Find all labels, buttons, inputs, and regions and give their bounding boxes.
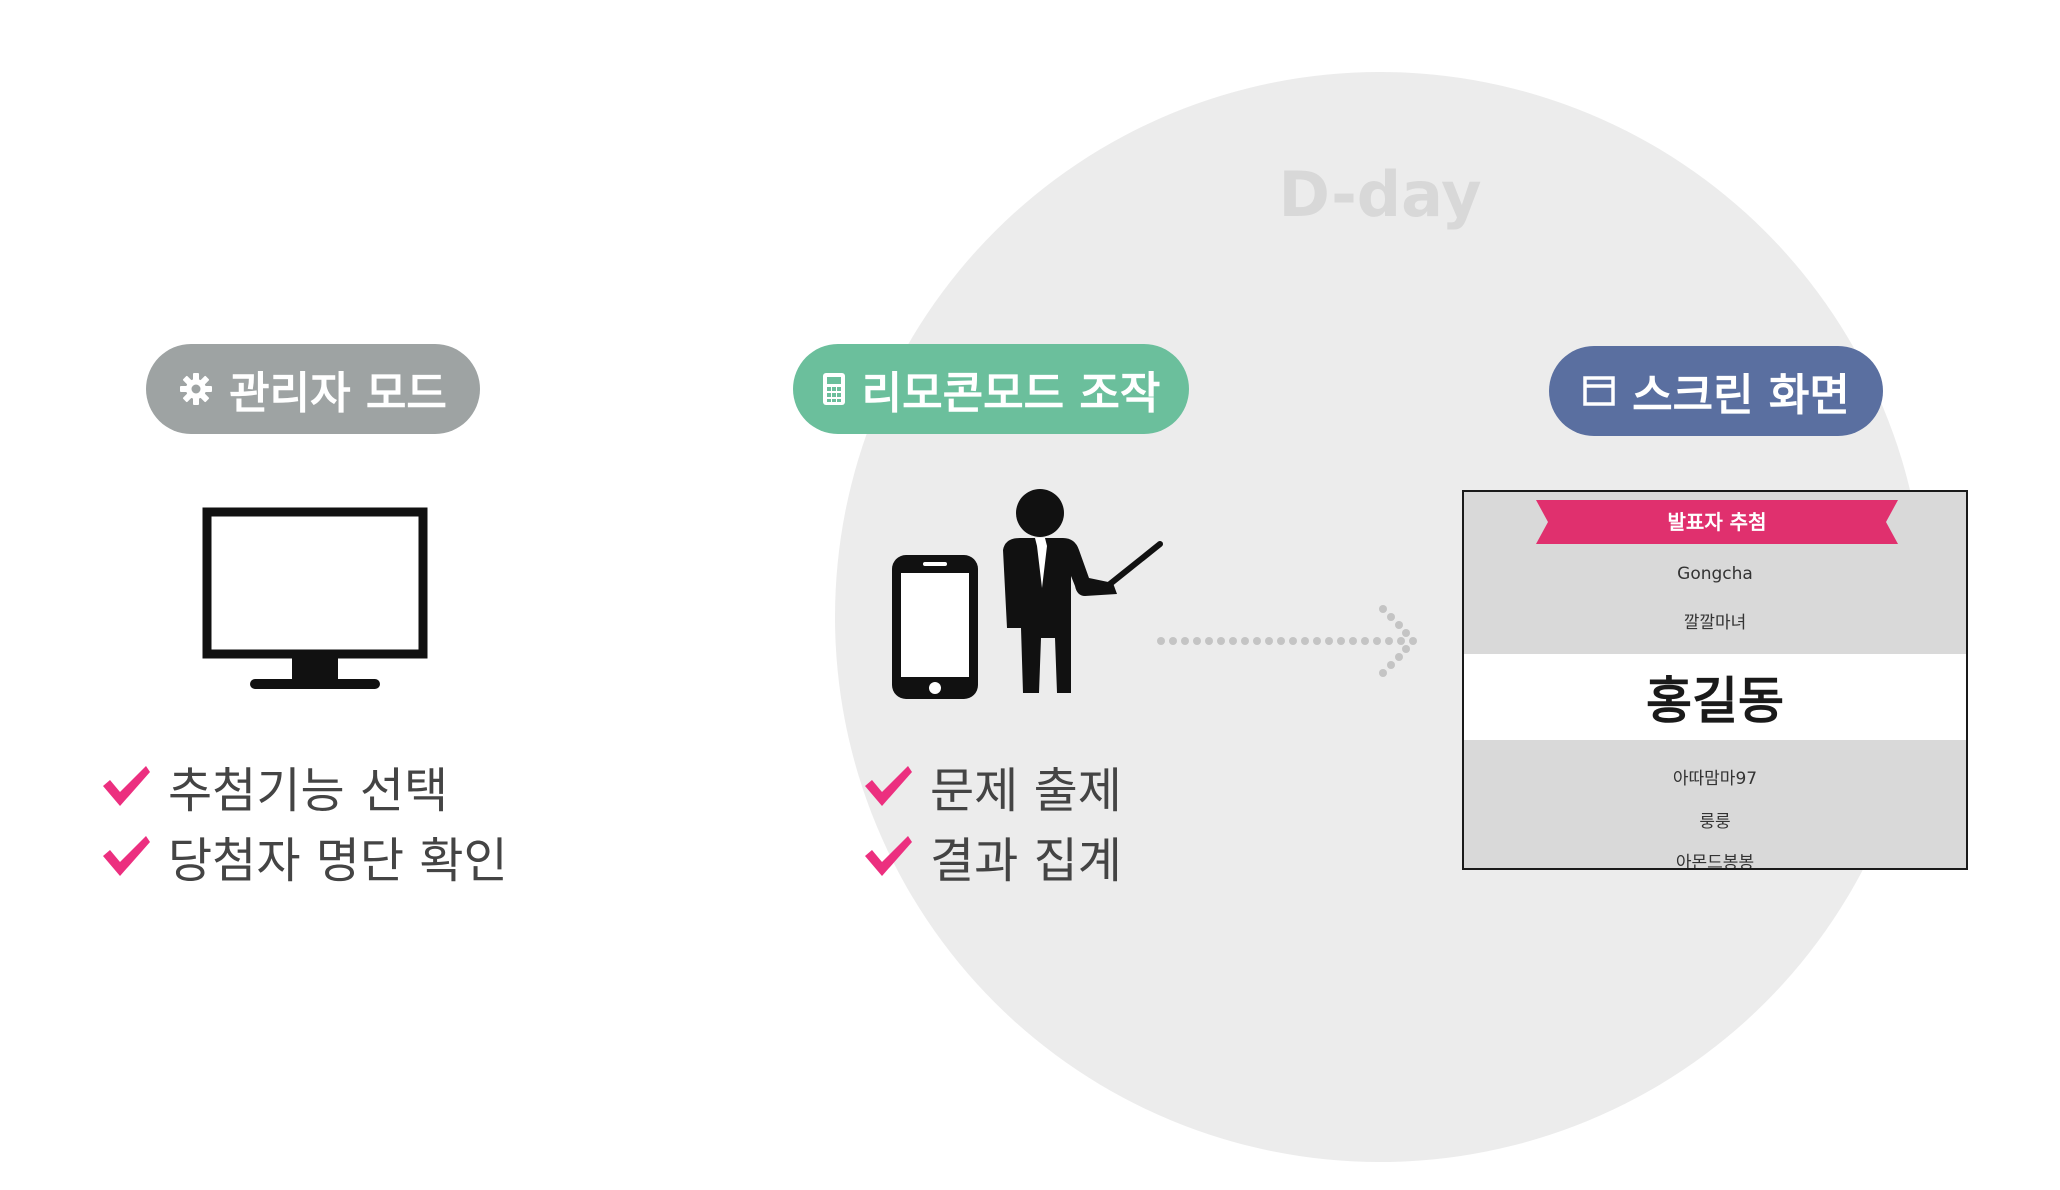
admin-checklist: 추첨기능 선택 당첨자 명단 확인	[100, 760, 508, 889]
smartphone-icon	[890, 553, 980, 705]
remote-mode-label: 리모콘모드 조작	[861, 368, 1161, 419]
candidate-name: 깔깔마녀	[1683, 613, 1747, 633]
checklist-item: 문제 출제	[862, 760, 1122, 819]
candidate-name: 아따맘마97	[1672, 769, 1758, 789]
monitor-icon	[200, 505, 430, 699]
winner-band: 홍길동	[1464, 654, 1966, 740]
checklist-item: 당첨자 명단 확인	[100, 830, 508, 889]
admin-mode-pill: 관리자 모드	[146, 344, 480, 434]
checkmark-icon	[865, 836, 912, 876]
screen-view-label: 스크린 화면	[1632, 370, 1850, 421]
remote-checklist: 문제 출제 결과 집계	[862, 760, 1122, 889]
window-icon	[1582, 374, 1616, 408]
admin-mode-label: 관리자 모드	[229, 368, 447, 419]
screen-preview: 발표자 추첨 Gongcha 깔깔마녀 홍길동 아따맘마97 룽룽 아몬드봉봉	[1462, 490, 1968, 870]
candidate-name: Gongcha	[1677, 564, 1753, 584]
checklist-item: 결과 집계	[862, 830, 1122, 889]
gear-icon	[179, 372, 213, 406]
checklist-item: 추첨기능 선택	[100, 760, 508, 819]
checkmark-icon	[103, 766, 150, 806]
winner-name: 홍길동	[1646, 672, 1784, 730]
dotted-arrow-icon	[1155, 603, 1425, 683]
screen-view-pill: 스크린 화면	[1549, 346, 1883, 436]
dday-label: D-day	[1278, 158, 1482, 231]
presenter-icon	[995, 488, 1165, 702]
checkmark-icon	[865, 766, 912, 806]
ribbon-title: 발표자 추첨	[1667, 510, 1767, 534]
checkmark-icon	[103, 836, 150, 876]
candidate-name: 룽룽	[1699, 812, 1731, 832]
calculator-icon	[822, 372, 846, 406]
ribbon-banner	[1536, 500, 1898, 544]
candidate-name: 아몬드봉봉	[1675, 853, 1755, 870]
remote-mode-pill: 리모콘모드 조작	[793, 344, 1189, 434]
